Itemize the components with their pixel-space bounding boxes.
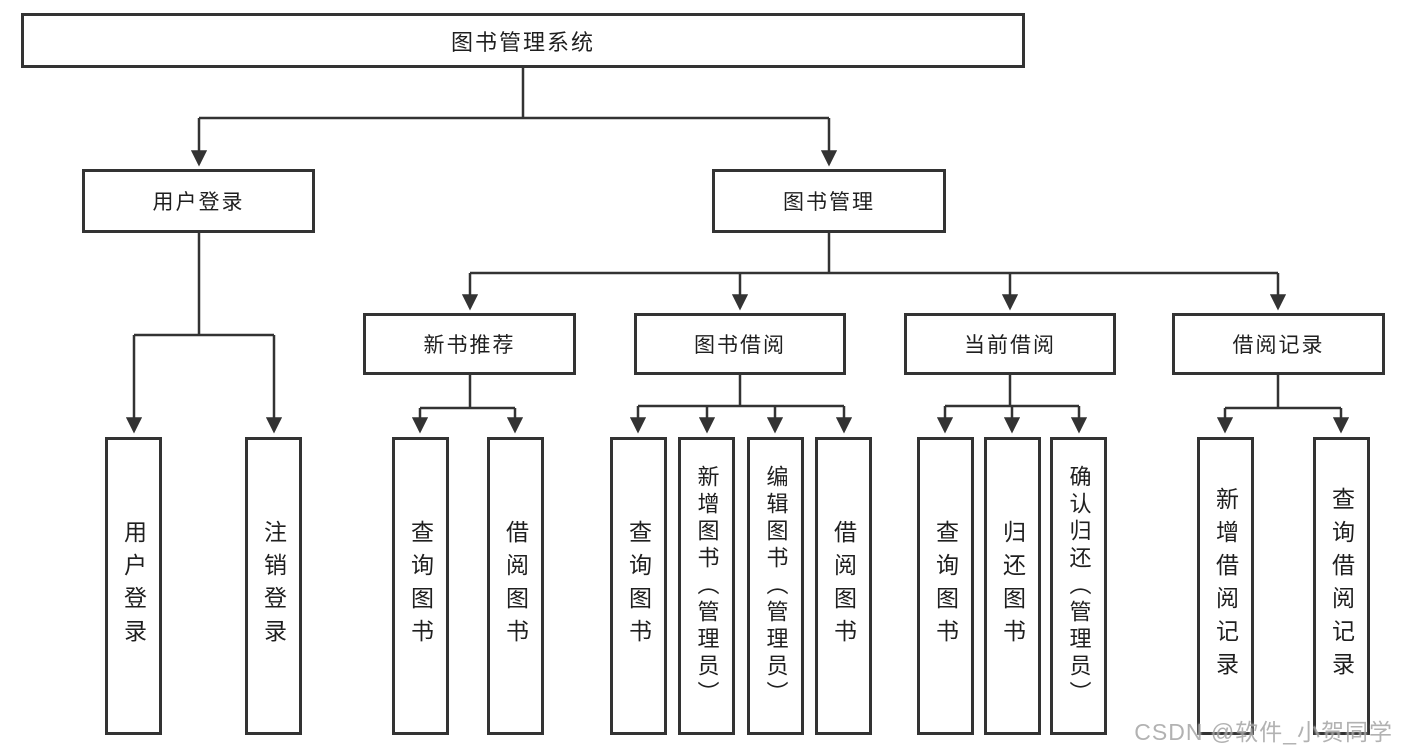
- leaf-current-confirm-admin: 确认归还（管理员）: [1050, 437, 1107, 735]
- branch-borrow-records: [1216, 375, 1350, 434]
- leaf-user-login: 用户登录: [105, 437, 162, 735]
- leaf-newbook-borrow: 借阅图书: [487, 437, 544, 735]
- node-root: 图书管理系统: [21, 13, 1025, 68]
- branch-book-management: [461, 233, 1287, 311]
- node-user-login: 用户登录: [82, 169, 315, 233]
- leaf-borrow-borrow: 借阅图书: [815, 437, 872, 735]
- branch-root: [190, 68, 838, 167]
- leaf-logout: 注销登录: [245, 437, 302, 735]
- leaf-records-add: 新增借阅记录: [1197, 437, 1254, 735]
- leaf-newbook-query: 查询图书: [392, 437, 449, 735]
- leaf-borrow-add-admin: 新增图书（管理员）: [678, 437, 735, 735]
- branch-current-borrow: [936, 375, 1088, 434]
- branch-book-borrow: [629, 375, 853, 434]
- branch-new-book: [411, 375, 524, 434]
- leaf-records-query: 查询借阅记录: [1313, 437, 1370, 735]
- node-book-borrow: 图书借阅: [634, 313, 846, 375]
- leaf-borrow-edit-admin: 编辑图书（管理员）: [747, 437, 804, 735]
- node-book-management: 图书管理: [712, 169, 946, 233]
- node-borrow-records: 借阅记录: [1172, 313, 1385, 375]
- csdn-watermark: CSDN @软件_小贺同学: [1134, 719, 1393, 745]
- node-new-book-recommend: 新书推荐: [363, 313, 576, 375]
- node-current-borrow: 当前借阅: [904, 313, 1116, 375]
- leaf-current-query: 查询图书: [917, 437, 974, 735]
- leaf-borrow-query: 查询图书: [610, 437, 667, 735]
- branch-user-login: [125, 233, 283, 434]
- leaf-current-return: 归还图书: [984, 437, 1041, 735]
